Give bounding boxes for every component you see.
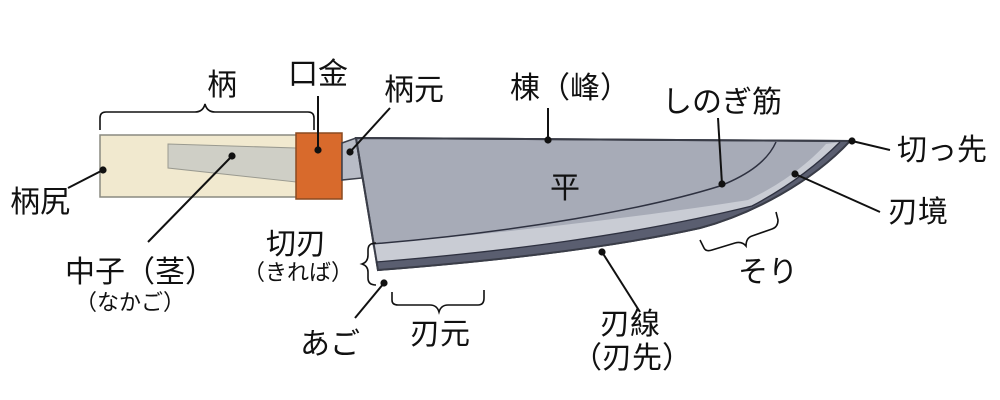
- spine-dot: [544, 136, 552, 144]
- shinogi-leader: [717, 117, 723, 185]
- kireba-brace: [359, 242, 377, 286]
- kireba-bevel: [372, 141, 850, 270]
- label-kireba-reading: （きれば）: [243, 261, 353, 286]
- label-handle-base: 柄元: [384, 73, 444, 108]
- label-edge-line: 刃線: [600, 307, 660, 342]
- edge-boundary-dot: [791, 170, 799, 178]
- label-edge-boundary: 刃境: [888, 195, 948, 230]
- curve-brace: [699, 211, 779, 252]
- label-ferrule: 口金: [288, 57, 348, 92]
- label-tang-reading: （なかご）: [75, 291, 185, 316]
- butt-leader: [67, 169, 104, 189]
- label-tip: 切っ先: [897, 133, 987, 168]
- edge-base-brace: [391, 290, 485, 315]
- label-spine: 棟（峰）: [510, 71, 630, 106]
- label-curve: そり: [738, 255, 798, 290]
- handle-base-dot: [346, 148, 354, 156]
- heel-dot: [380, 279, 388, 287]
- label-tang: 中子（茎）: [65, 255, 215, 290]
- shinogi-dot: [718, 180, 726, 188]
- edge-line-dot: [598, 248, 606, 256]
- label-edge-line-alt: （刃先）: [572, 341, 692, 376]
- edge-boundary-leader: [794, 173, 881, 213]
- label-handle: 柄: [207, 68, 237, 103]
- butt-dot: [99, 166, 107, 174]
- edge-line-leader: [601, 251, 641, 313]
- label-kireba: 切刃: [266, 227, 326, 262]
- heel-leader: [354, 282, 385, 319]
- tang-leader: [147, 155, 233, 243]
- shinogi-curve: [371, 141, 777, 245]
- ferrule-dot: [314, 146, 322, 154]
- label-butt: 柄尻: [10, 185, 70, 220]
- handle-brace: [99, 103, 315, 130]
- edge-boundary-curve: [375, 141, 841, 263]
- blade-outline: [354, 136, 853, 272]
- tip-leader: [851, 140, 891, 151]
- label-edge-base: 刃元: [410, 317, 470, 352]
- label-heel: あご: [300, 327, 360, 362]
- label-shinogi-line: しのぎ筋: [662, 85, 782, 120]
- tip-dot: [848, 137, 856, 145]
- handle-base-leader: [349, 107, 391, 153]
- label-flat: 平: [550, 171, 580, 206]
- tang-dot: [228, 152, 236, 160]
- edge-strip: [376, 141, 850, 270]
